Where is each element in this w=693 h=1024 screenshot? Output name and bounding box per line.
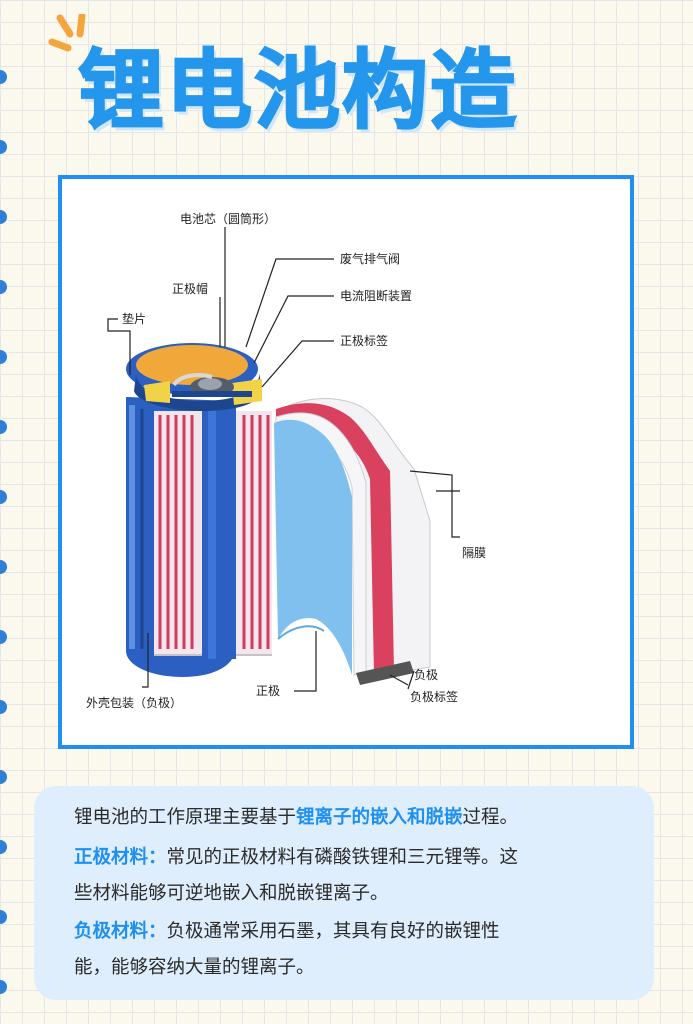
label-case: 外壳包装（负极）: [86, 696, 182, 710]
negative-material-heading: 负极材料：: [74, 921, 167, 942]
negative-material-line2: 能，能够容纳大量的锂离子。: [74, 957, 315, 978]
label-core: 电池芯（圆筒形）: [180, 211, 276, 226]
positive-material-line2: 些材料能够可逆地嵌入和脱嵌锂离子。: [74, 883, 389, 904]
battery-diagram: 电池芯（圆筒形） 废气排气阀 电流阻断装置 正极帽 正极标签 垫片 隔膜 负极 …: [86, 211, 486, 710]
label-positive-tab: 正极标签: [340, 333, 388, 348]
label-cap: 正极帽: [172, 281, 208, 296]
negative-material-line1: 负极材料：负极通常采用石墨，其具有良好的嵌锂性: [74, 921, 500, 942]
positive-electrode-layer: [274, 419, 352, 675]
label-vent: 废气排气阀: [340, 251, 400, 266]
binder-dots: [0, 0, 9, 1024]
negative-electrode-layer: [276, 403, 394, 675]
positive-material-heading: 正极材料：: [74, 847, 167, 868]
gasket-layer: [144, 381, 170, 403]
intro-line: 锂电池的工作原理主要基于锂离子的嵌入和脱嵌过程。: [74, 807, 519, 828]
label-ptc: 电流阻断装置: [340, 288, 412, 303]
intro-highlight: 锂离子的嵌入和脱嵌: [296, 807, 463, 828]
label-separator: 隔膜: [462, 546, 486, 560]
center-pin: [202, 405, 236, 659]
positive-material-line1: 正极材料：常见的正极材料有磷酸铁锂和三元锂等。这: [74, 847, 519, 868]
label-gasket: 垫片: [122, 311, 146, 326]
negative-tab: [356, 661, 414, 685]
spark-decoration-icon: [48, 14, 86, 52]
page-title: 锂电池构造: [77, 40, 518, 142]
leader-lines: [107, 227, 460, 692]
battery-diagram-frame: 电池芯（圆筒形） 废气排气阀 电流阻断装置 正极帽 正极标签 垫片 隔膜 负极 …: [58, 175, 634, 749]
explanation-card: 锂电池的工作原理主要基于锂离子的嵌入和脱嵌过程。 正极材料：常见的正极材料有磷酸…: [34, 786, 654, 1000]
label-positive: 正极: [256, 684, 280, 698]
label-negative-tab: 负极标签: [410, 689, 458, 704]
label-negative: 负极: [414, 668, 438, 682]
